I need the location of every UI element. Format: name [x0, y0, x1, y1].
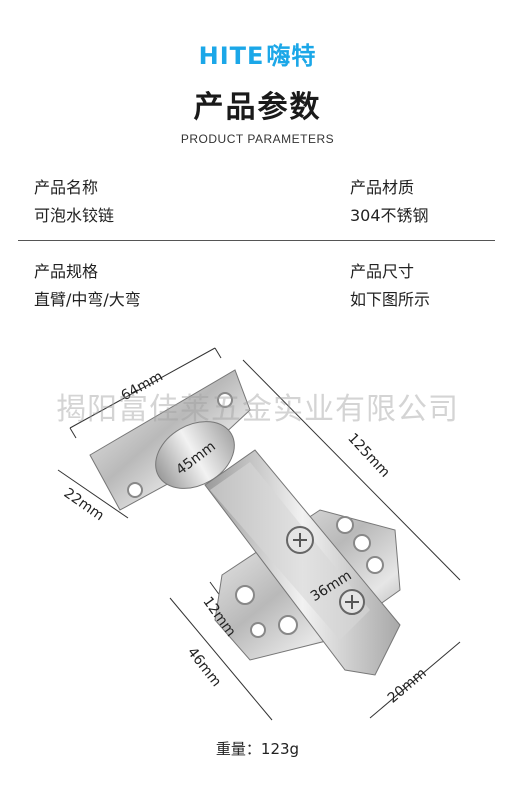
param-label: 产品材质	[350, 178, 415, 197]
divider	[18, 240, 495, 241]
page-subtitle: PRODUCT PARAMETERS	[180, 132, 335, 146]
dim-22: 22mm	[61, 485, 107, 524]
brand-latin: HITE	[198, 42, 265, 70]
param-spec: 产品规格 直臂/中弯/大弯	[34, 262, 141, 310]
dim-125: 125mm	[344, 430, 393, 480]
param-label: 产品尺寸	[350, 262, 415, 281]
param-value: 如下图所示	[350, 290, 431, 309]
param-material: 产品材质 304不锈钢	[350, 178, 429, 226]
cup-plate	[89, 369, 251, 511]
param-label: 产品名称	[34, 178, 99, 197]
dim-64: 64mm	[119, 368, 166, 404]
param-value: 直臂/中弯/大弯	[34, 290, 141, 309]
param-value: 可泡水铰链	[34, 206, 115, 225]
param-size: 产品尺寸 如下图所示	[350, 262, 430, 310]
brand-logo: HITE嗨特	[0, 36, 515, 71]
param-product-name: 产品名称 可泡水铰链	[34, 178, 114, 226]
page-title: 产品参数	[193, 90, 322, 125]
param-value: 304不锈钢	[350, 206, 429, 225]
dim-20: 20mm	[385, 665, 430, 706]
brand-cjk: 嗨特	[266, 42, 317, 70]
param-label: 产品规格	[34, 262, 99, 281]
dim-46: 46mm	[184, 645, 224, 690]
hinge-dimension-diagram: 64mm 45mm 22mm 125mm 36mm 12mm 46mm 20mm	[57, 347, 461, 721]
product-weight: 重量：123g	[215, 740, 300, 758]
hinge-arm	[204, 449, 401, 676]
